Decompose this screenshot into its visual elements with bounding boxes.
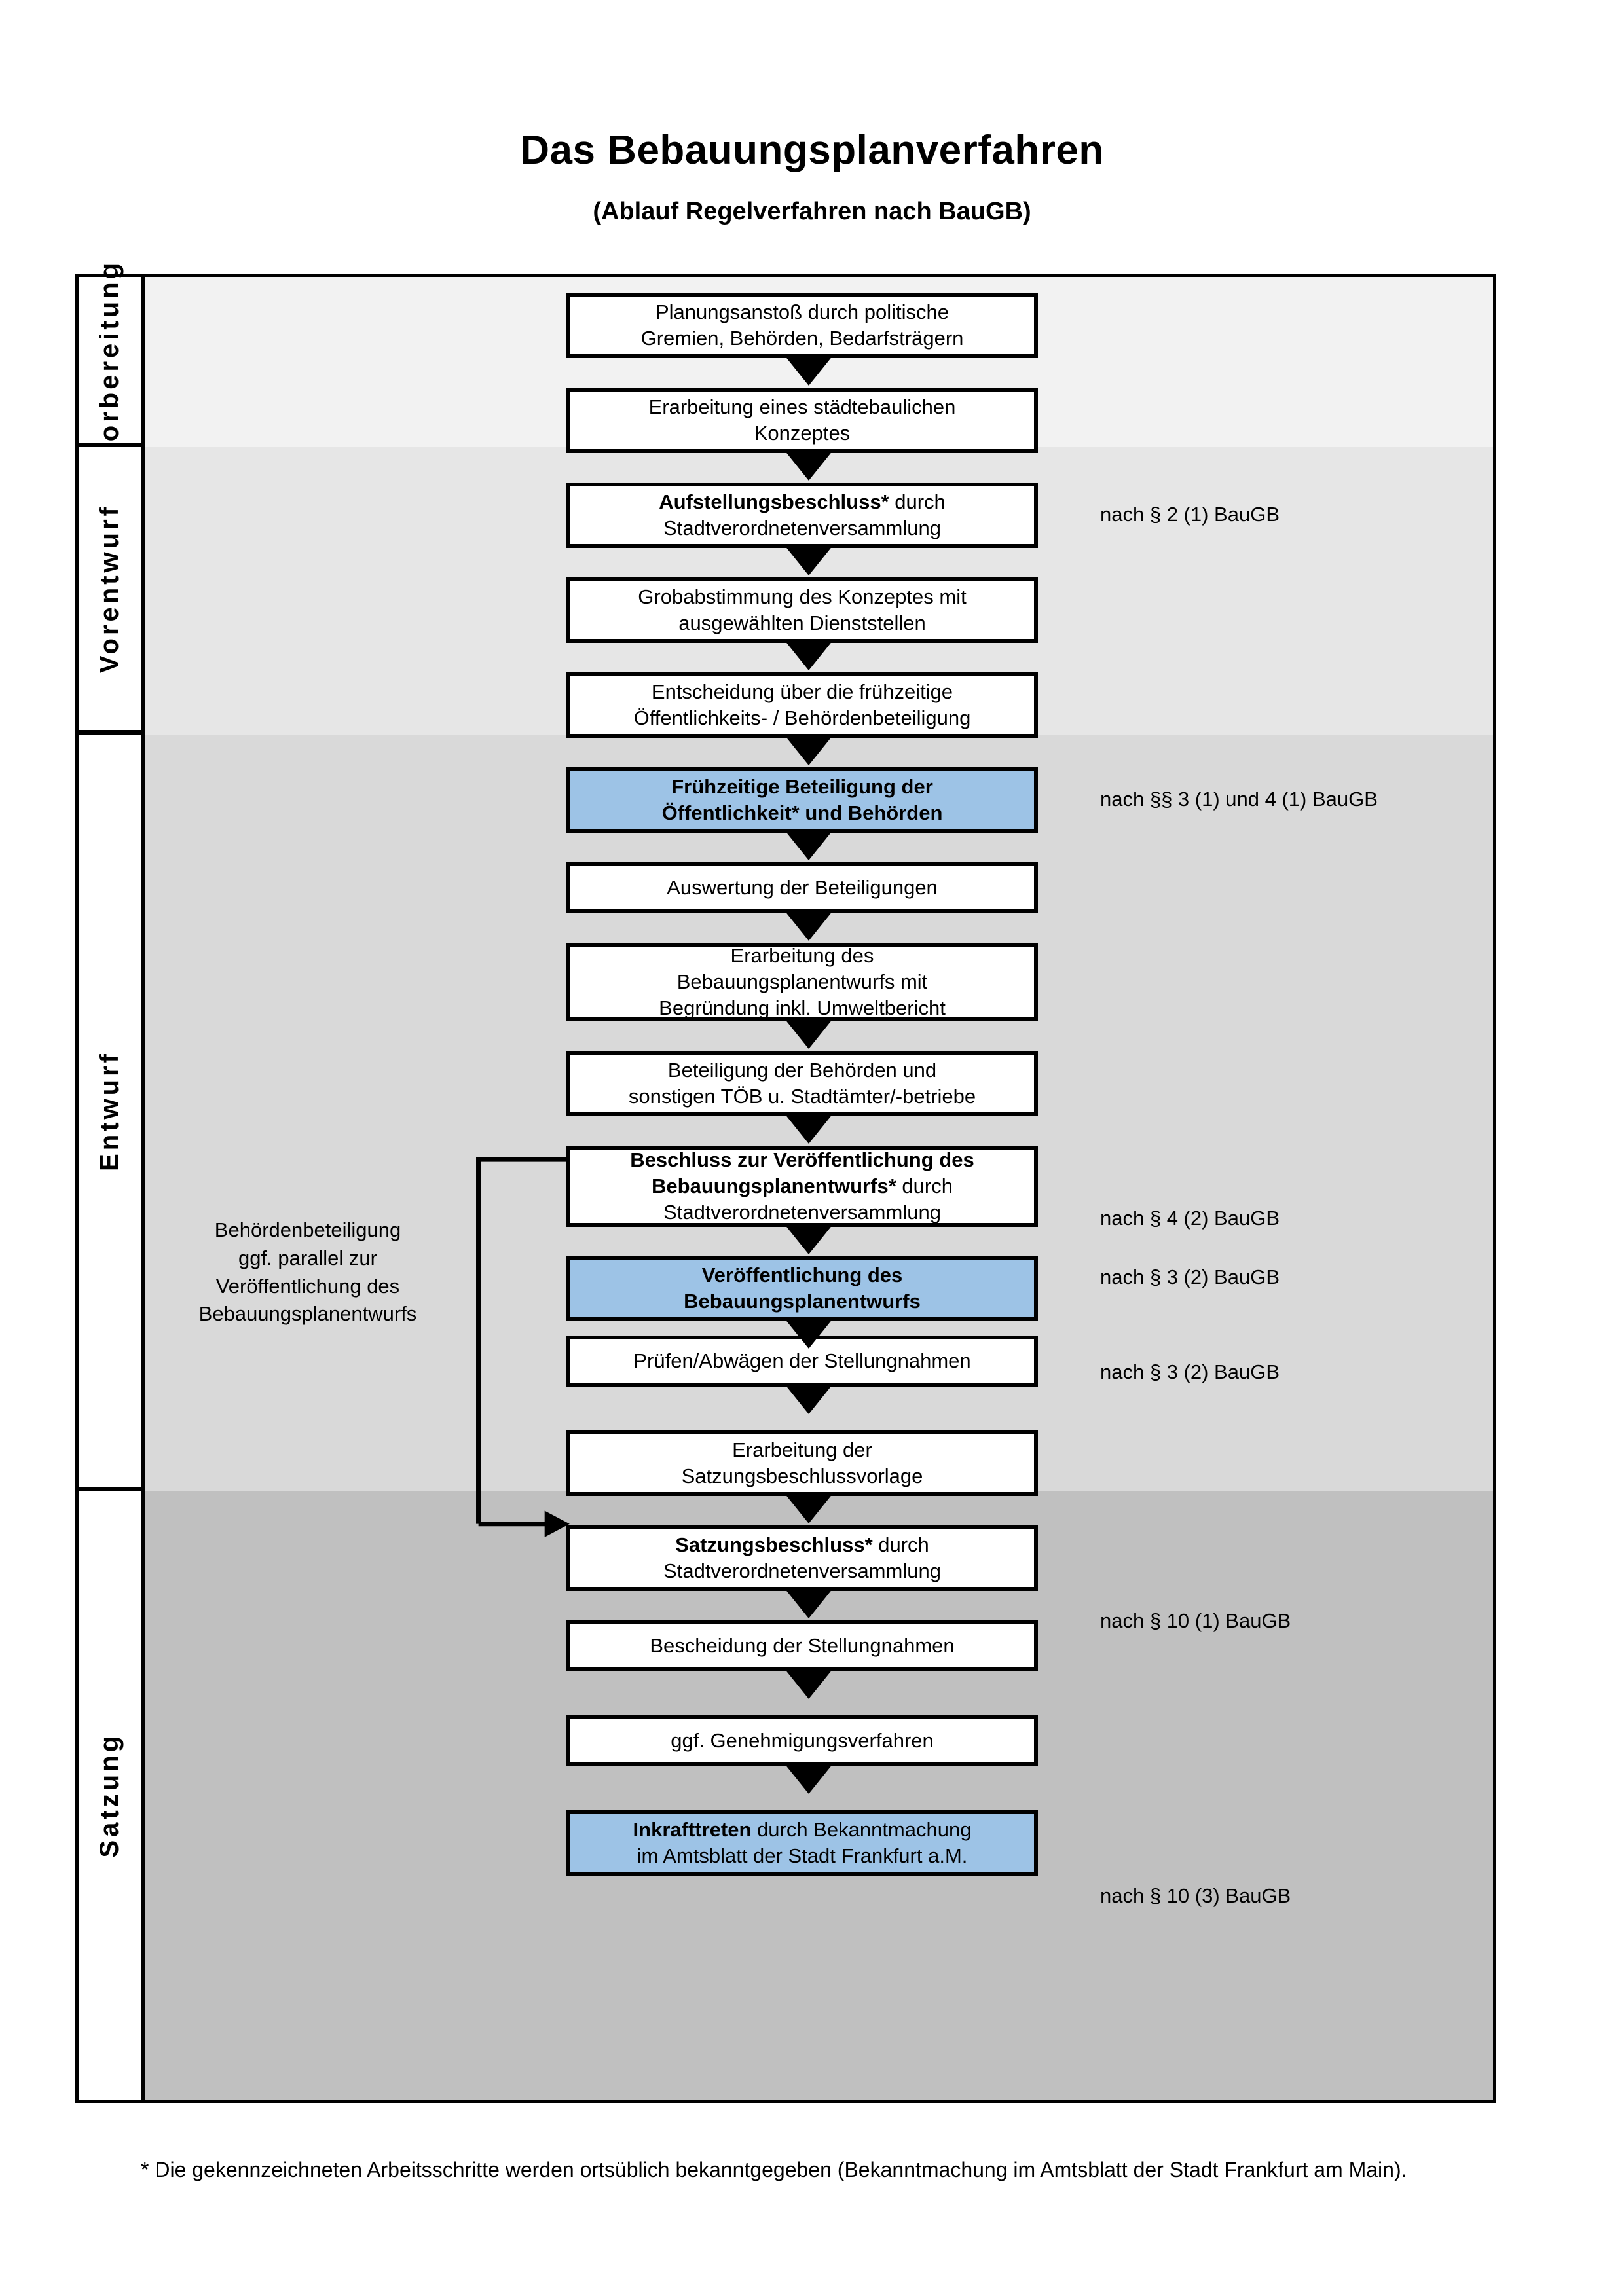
phase-label-vorbereitung: Vorbereitung	[79, 260, 141, 460]
side-note-line: Bebauungsplanentwurfs	[198, 1302, 417, 1326]
flow-arrow-down	[784, 1493, 833, 1523]
phase-label-vorentwurf: Vorentwurf	[79, 447, 141, 735]
flow-arrow-down	[784, 735, 833, 765]
parallel-loop-connector	[476, 1157, 570, 1537]
flow-arrow-down	[784, 1019, 833, 1049]
flow-arrow-down	[784, 450, 833, 481]
flow-arrow-down	[784, 1669, 833, 1699]
law-reference: nach § 3 (2) BauGB	[1100, 1266, 1280, 1288]
footnote: * Die gekennzeichneten Arbeitsschritte w…	[141, 2158, 1407, 2181]
phase-label-text: Vorbereitung	[95, 259, 124, 460]
phase-label-satzung: Satzung	[79, 1491, 141, 2100]
phase-label-text: Entwurf	[95, 1050, 124, 1171]
flow-arrow-down	[784, 1114, 833, 1144]
flowchart-frame: Vorbereitung Vorentwurf Entwurf Satzung …	[75, 260, 1496, 2103]
flow-step-genehmigungsverfahren[interactable]: ggf. Genehmigungsverfahren	[566, 1715, 1038, 1766]
law-reference: nach § 10 (3) BauGB	[1100, 1884, 1291, 1907]
law-reference: nach § 3 (2) BauGB	[1100, 1360, 1280, 1383]
flow-step-label: Prüfen/Abwägen der Stellungnahmen	[633, 1349, 971, 1372]
flow-arrow-down	[784, 1319, 833, 1349]
flow-arrow-down	[784, 1764, 833, 1794]
flow-step-auswertung-beteiligungen[interactable]: Auswertung der Beteiligungen	[566, 862, 1038, 913]
flow-arrow-down	[784, 1384, 833, 1414]
phase-label-text: Satzung	[95, 1733, 124, 1858]
flow-step-label: ggf. Genehmigungsverfahren	[671, 1728, 934, 1752]
flow-step-label: Auswertung der Beteiligungen	[667, 875, 938, 899]
side-note-line: Behördenbeteiligung	[214, 1218, 401, 1241]
page-title: Das Bebauungsplanverfahren	[520, 128, 1104, 173]
side-note-behoerdenbeteiligung: Behördenbeteiligung ggf. parallel zur Ve…	[157, 1216, 458, 1328]
phase-label-text: Vorentwurf	[95, 503, 124, 674]
flow-arrow-down	[784, 911, 833, 941]
law-reference: nach §§ 3 (1) und 4 (1) BauGB	[1100, 788, 1378, 811]
side-note-line: Veröffentlichung des	[215, 1274, 400, 1298]
law-reference: nach § 10 (1) BauGB	[1100, 1609, 1291, 1632]
flow-step-bescheidung-stellungnahmen[interactable]: Bescheidung der Stellungnahmen	[566, 1620, 1038, 1671]
flow-arrow-down	[784, 1224, 833, 1254]
flow-arrow-down	[784, 1588, 833, 1618]
law-reference: nach § 4 (2) BauGB	[1100, 1207, 1280, 1230]
title-block: Das Bebauungsplanverfahren (Ablauf Regel…	[0, 128, 1624, 226]
law-reference: nach § 2 (1) BauGB	[1100, 503, 1280, 526]
flow-arrow-down	[784, 640, 833, 670]
flow-step-label: Bescheidung der Stellungnahmen	[650, 1633, 955, 1657]
side-note-line: ggf. parallel zur	[238, 1246, 377, 1269]
flow-arrow-down	[784, 830, 833, 860]
phase-label-entwurf: Entwurf	[79, 735, 141, 1491]
phase-label-column: Vorbereitung Vorentwurf Entwurf Satzung	[79, 260, 145, 2100]
flow-arrow-down	[784, 545, 833, 575]
flow-arrow-down	[784, 355, 833, 386]
page-subtitle: (Ablauf Regelverfahren nach BauGB)	[593, 198, 1031, 226]
